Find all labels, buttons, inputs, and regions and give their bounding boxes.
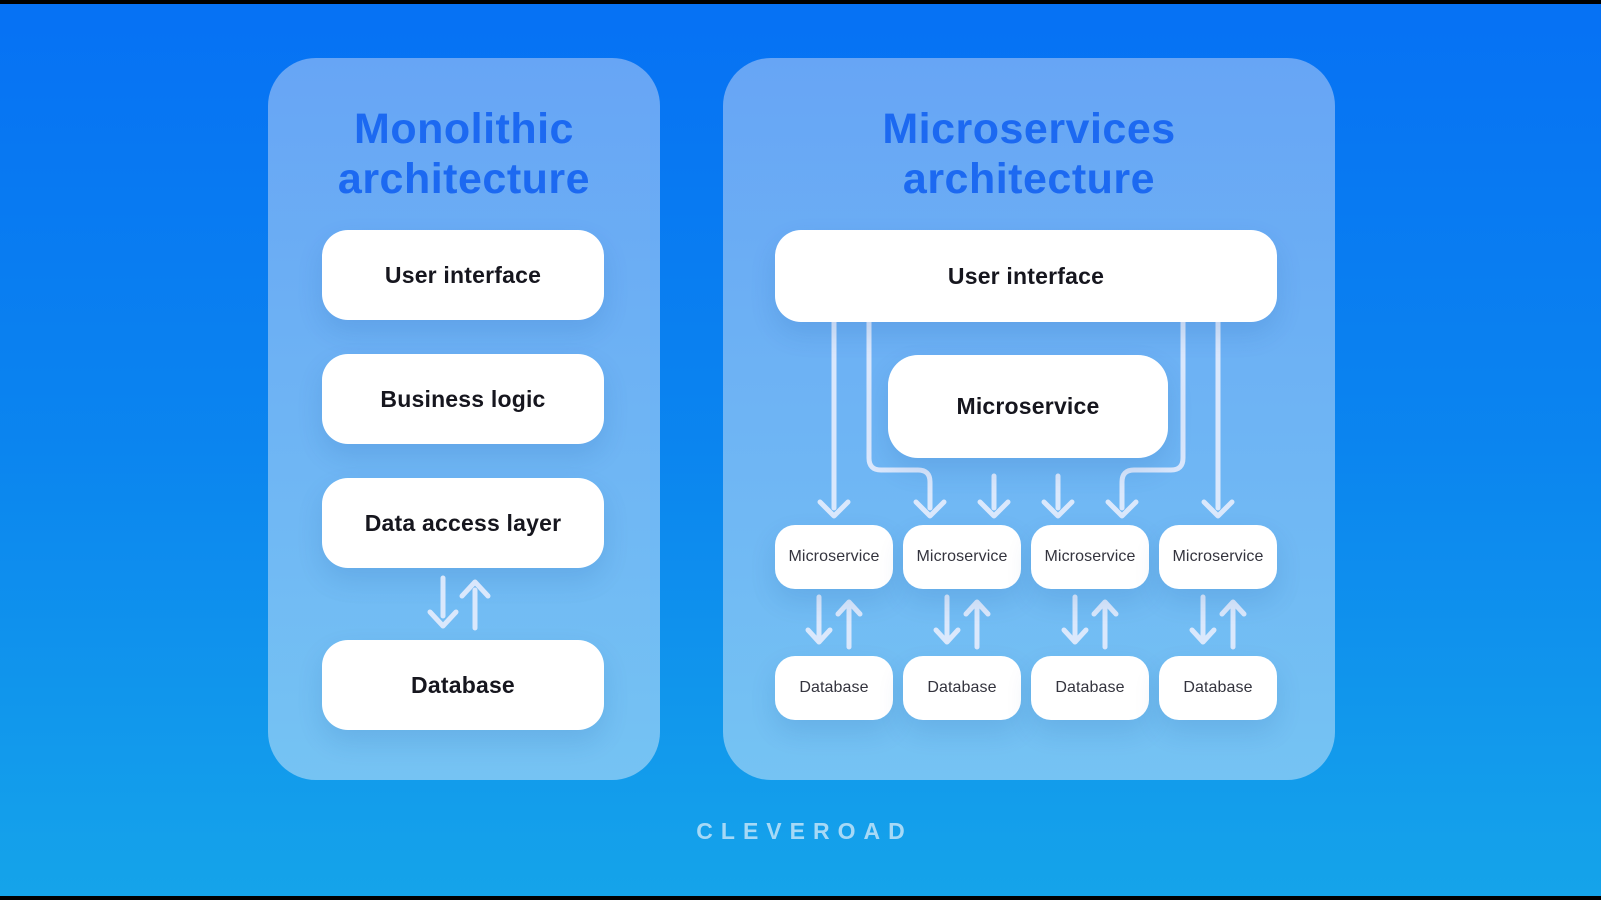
node-database-2: Database: [903, 656, 1021, 720]
monolithic-title-line1: Monolithic: [354, 105, 574, 153]
node-microservice-gateway-label: Microservice: [956, 393, 1100, 419]
node-database-4-label: Database: [1183, 679, 1253, 696]
down-arrow-icon: [427, 575, 459, 629]
arrow-ui-to-service1-icon: [817, 319, 851, 519]
arrow-gateway-to-service3-icon: [1041, 473, 1075, 519]
microservices-panel: Microservices architecture: [723, 58, 1335, 780]
node-user-interface-wide-label: User interface: [947, 262, 1105, 289]
node-microservice-2-label: Microservice: [916, 548, 1008, 565]
node-user-interface: User interface: [322, 230, 604, 320]
arrow-ui-to-service4-icon: [1201, 319, 1235, 519]
up-arrow-icon: [459, 579, 491, 631]
microservices-panel-title: Microservices architecture: [723, 104, 1335, 204]
node-database-3: Database: [1031, 656, 1149, 720]
service2-db-down-arrow-icon: [933, 594, 961, 645]
monolithic-panel: Monolithic architecture User interface B…: [268, 58, 660, 780]
service4-db-down-arrow-icon: [1189, 594, 1217, 645]
node-user-interface-label: User interface: [384, 261, 542, 288]
monolithic-panel-title: Monolithic architecture: [268, 104, 660, 204]
node-microservice-3-label: Microservice: [1044, 548, 1136, 565]
node-database-label: Database: [411, 671, 515, 698]
node-user-interface-wide: User interface: [775, 230, 1277, 322]
service4-db-up-arrow-icon: [1219, 599, 1247, 650]
node-database-1-label: Database: [799, 679, 869, 696]
node-microservice-2: Microservice: [903, 525, 1021, 589]
node-microservice-1: Microservice: [775, 525, 893, 589]
node-database-4: Database: [1159, 656, 1277, 720]
service3-db-down-arrow-icon: [1061, 594, 1089, 645]
node-microservice-gateway: Microservice: [888, 355, 1168, 458]
node-database-2-label: Database: [927, 679, 997, 696]
monolithic-title-line2: architecture: [337, 155, 591, 203]
top-letterbox-bar: [0, 0, 1601, 4]
service1-db-down-arrow-icon: [805, 594, 833, 645]
service2-db-up-arrow-icon: [963, 599, 991, 650]
service3-db-up-arrow-icon: [1091, 599, 1119, 650]
node-business-logic: Business logic: [322, 354, 604, 444]
bottom-letterbox-bar: [0, 896, 1601, 900]
service1-db-up-arrow-icon: [835, 599, 863, 650]
node-microservice-4-label: Microservice: [1172, 548, 1264, 565]
node-data-access-layer: Data access layer: [322, 478, 604, 568]
node-data-access-layer-label: Data access layer: [364, 509, 562, 536]
microservices-title-line2: architecture: [902, 155, 1156, 203]
node-microservice-3: Microservice: [1031, 525, 1149, 589]
node-microservice-4: Microservice: [1159, 525, 1277, 589]
node-database-3-label: Database: [1055, 679, 1125, 696]
brand-wordmark: CLEVEROAD: [696, 818, 913, 844]
node-database-1: Database: [775, 656, 893, 720]
node-database: Database: [322, 640, 604, 730]
node-business-logic-label: Business logic: [380, 385, 546, 412]
microservices-title-line1: Microservices: [882, 105, 1176, 153]
node-microservice-1-label: Microservice: [788, 548, 880, 565]
arrow-gateway-to-service2-icon: [977, 473, 1011, 519]
